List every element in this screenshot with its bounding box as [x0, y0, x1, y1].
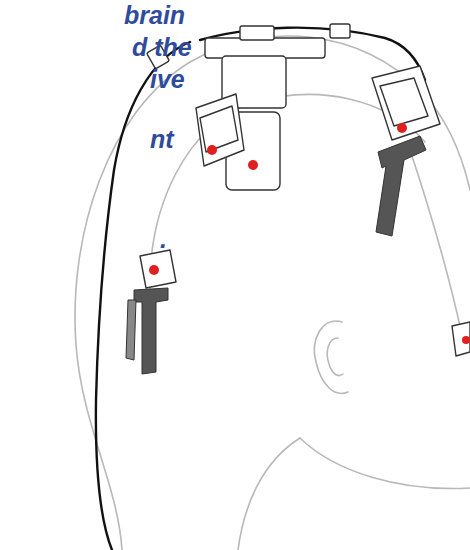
left-clip — [140, 250, 176, 288]
electrode-point — [149, 265, 159, 275]
text-fragment: ive — [150, 64, 185, 94]
electrode-point — [207, 145, 217, 155]
ear-inner — [327, 338, 343, 376]
electrode-left — [134, 288, 168, 374]
text-fragment: d the — [132, 32, 192, 62]
electrode-point — [248, 160, 258, 170]
cable-clip — [330, 24, 350, 38]
electrode-right — [376, 136, 426, 236]
jaw-line — [300, 438, 470, 489]
electrode-point — [397, 123, 407, 133]
side-strap — [410, 150, 462, 335]
ear-outer — [314, 321, 348, 393]
head-outline — [75, 36, 470, 550]
top-bar — [205, 38, 325, 58]
right-housing — [372, 66, 440, 140]
text-fragment: nt — [150, 124, 174, 154]
cable — [96, 42, 190, 550]
top-clip — [240, 26, 274, 40]
left-housing — [196, 94, 244, 166]
electrode-left-tab — [126, 300, 136, 360]
left-housing-tab — [200, 106, 238, 152]
electrode-point — [462, 336, 470, 344]
right-housing-tab — [380, 78, 428, 126]
head-strap — [150, 95, 425, 292]
text-fragment: brain — [124, 0, 185, 30]
right-edge-clip — [452, 322, 470, 356]
text-fragment: . — [160, 224, 167, 254]
neck-line — [238, 438, 300, 550]
